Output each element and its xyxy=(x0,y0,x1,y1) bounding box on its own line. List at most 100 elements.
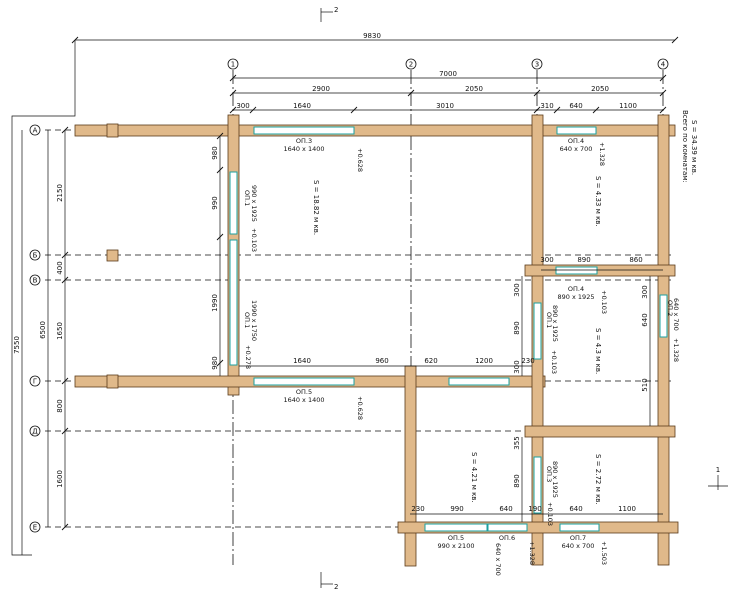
dim-text: 800 xyxy=(56,399,64,412)
axis-label: А xyxy=(33,127,38,135)
room-area: S = 4.33 м кв. xyxy=(594,176,602,227)
dim-text: 355 xyxy=(513,436,521,449)
dim-text: 890 xyxy=(513,474,521,487)
dim-text: 300 xyxy=(513,360,521,373)
window-labels: ОП.3 1640 х 1400 +0.628 ОП.4 640 х 700 +… xyxy=(243,137,680,576)
dim-text: 620 xyxy=(424,357,437,365)
dim-text: 400 xyxy=(56,261,64,274)
section-number: 2 xyxy=(334,6,338,14)
dim-text: 7000 xyxy=(439,70,457,78)
axis-bubbles-top: 1 2 3 4 xyxy=(227,58,669,70)
dim-text: 300 xyxy=(641,285,649,298)
window-elevation: +0.103 xyxy=(546,502,554,526)
window-size: 1990 х 1750 xyxy=(250,300,258,341)
axis-label: 2 xyxy=(409,61,413,69)
window-size: 890 х 1925 xyxy=(558,293,595,301)
window-mark: ОП.6 xyxy=(499,534,515,542)
room-area: S = 18.82 м кв. xyxy=(312,180,320,235)
dim-text: 190 xyxy=(528,505,541,513)
axis-label: В xyxy=(33,277,38,285)
dim-text: 1200 xyxy=(475,357,493,365)
dim-text: 2050 xyxy=(591,85,609,93)
frame-lines xyxy=(11,36,679,556)
window-size: 990 х 1925 xyxy=(250,185,258,222)
room-area: S = 2.72 м кв. xyxy=(594,454,602,505)
window-elevation: +1.328 xyxy=(672,338,680,362)
window-size: 640 х 700 xyxy=(494,543,502,576)
dim-text: 1600 xyxy=(56,470,64,488)
dim-text: 1640 xyxy=(293,102,311,110)
dim-text: 980 xyxy=(211,356,219,369)
room-areas: S = 18.82 м кв. S = 4.33 м кв. S = 4.3 м… xyxy=(312,110,698,505)
window-mark: ОП.5 xyxy=(448,534,464,542)
dim-text: 1650 xyxy=(56,322,64,340)
dim-text: 960 xyxy=(375,357,388,365)
window-size: 640 х 700 xyxy=(672,298,680,331)
window-elevation: +1.328 xyxy=(598,142,606,166)
dim-text: 3010 xyxy=(436,102,454,110)
section-marks: 2 2 1 xyxy=(320,6,728,591)
window-mark: ОП.2 xyxy=(666,300,674,316)
total-area-label: Всего по комнатам: xyxy=(681,110,689,183)
walls xyxy=(74,114,679,567)
dim-text: 300 xyxy=(513,283,521,296)
window-elevation: +0.103 xyxy=(550,350,558,374)
room-area: S = 4.3 м кв. xyxy=(594,328,602,374)
window-mark: ОП.7 xyxy=(570,534,586,542)
dim-text: 640 xyxy=(569,102,582,110)
dimension-texts: 9830 7000 2900 2050 2050 300 1640 3010 3… xyxy=(13,32,649,513)
window-size: 1640 х 1400 xyxy=(283,396,324,404)
windows xyxy=(229,126,668,532)
window-elevation: +1.328 xyxy=(528,541,536,565)
axis-label: 4 xyxy=(661,61,666,69)
axis-label: Г xyxy=(33,378,37,386)
dim-text: 6500 xyxy=(39,321,47,339)
axis-label: Б xyxy=(33,252,38,260)
window-size: 990 х 2100 xyxy=(438,542,475,550)
axis-label: 1 xyxy=(231,61,235,69)
dim-text: 860 xyxy=(629,256,642,264)
dim-text: 1990 xyxy=(211,294,219,312)
dim-text: 1640 xyxy=(293,357,311,365)
window-mark: ОП.4 xyxy=(568,285,584,293)
dimension-lines xyxy=(21,74,667,555)
dim-text: 640 xyxy=(499,505,512,513)
axis-label: Д xyxy=(32,428,38,436)
dim-text: 2150 xyxy=(56,184,64,202)
window-mark: ОП.1 xyxy=(545,312,553,328)
total-area-value: S = 34.39 м кв. xyxy=(690,120,698,175)
axis-label: Е xyxy=(33,524,37,532)
axis-bubbles-left: А Б В Г Д Е xyxy=(29,124,41,533)
window-size: 640 х 700 xyxy=(560,145,593,153)
window-elevation: +1.503 xyxy=(600,541,608,565)
dim-text: 310 xyxy=(540,102,553,110)
window-elevation: +0.278 xyxy=(244,345,252,369)
dim-text: 890 xyxy=(513,321,521,334)
window-size: 1640 х 1400 xyxy=(283,145,324,153)
window-elevation: +0.103 xyxy=(250,228,258,252)
window-mark: ОП.1 xyxy=(243,312,251,328)
window-mark: ОП.3 xyxy=(545,466,553,482)
dim-text: 300 xyxy=(236,102,249,110)
dim-text: 640 xyxy=(641,313,649,326)
dim-text: 300 xyxy=(540,256,553,264)
window-mark: ОП.1 xyxy=(243,190,251,206)
window-elevation: +0.103 xyxy=(600,290,608,314)
dim-text: 2900 xyxy=(312,85,330,93)
section-number: 1 xyxy=(716,466,720,474)
dim-text: 7550 xyxy=(13,336,21,354)
dim-text: 1100 xyxy=(619,102,637,110)
dim-overall-width: 9830 xyxy=(363,32,381,40)
window-mark: ОП.4 xyxy=(568,137,584,145)
window-elevation: +0.628 xyxy=(356,148,364,172)
dim-text: 990 xyxy=(211,196,219,209)
window-size: 640 х 700 xyxy=(562,542,595,550)
dim-text: 510 xyxy=(641,378,649,391)
window-size: 890 х 1925 xyxy=(551,461,559,498)
dim-text: 2050 xyxy=(465,85,483,93)
dim-text: 890 xyxy=(577,256,590,264)
dim-text: 980 xyxy=(211,146,219,159)
dim-text: 1100 xyxy=(618,505,636,513)
window-mark: ОП.3 xyxy=(296,137,312,145)
dim-text: 230 xyxy=(521,357,534,365)
